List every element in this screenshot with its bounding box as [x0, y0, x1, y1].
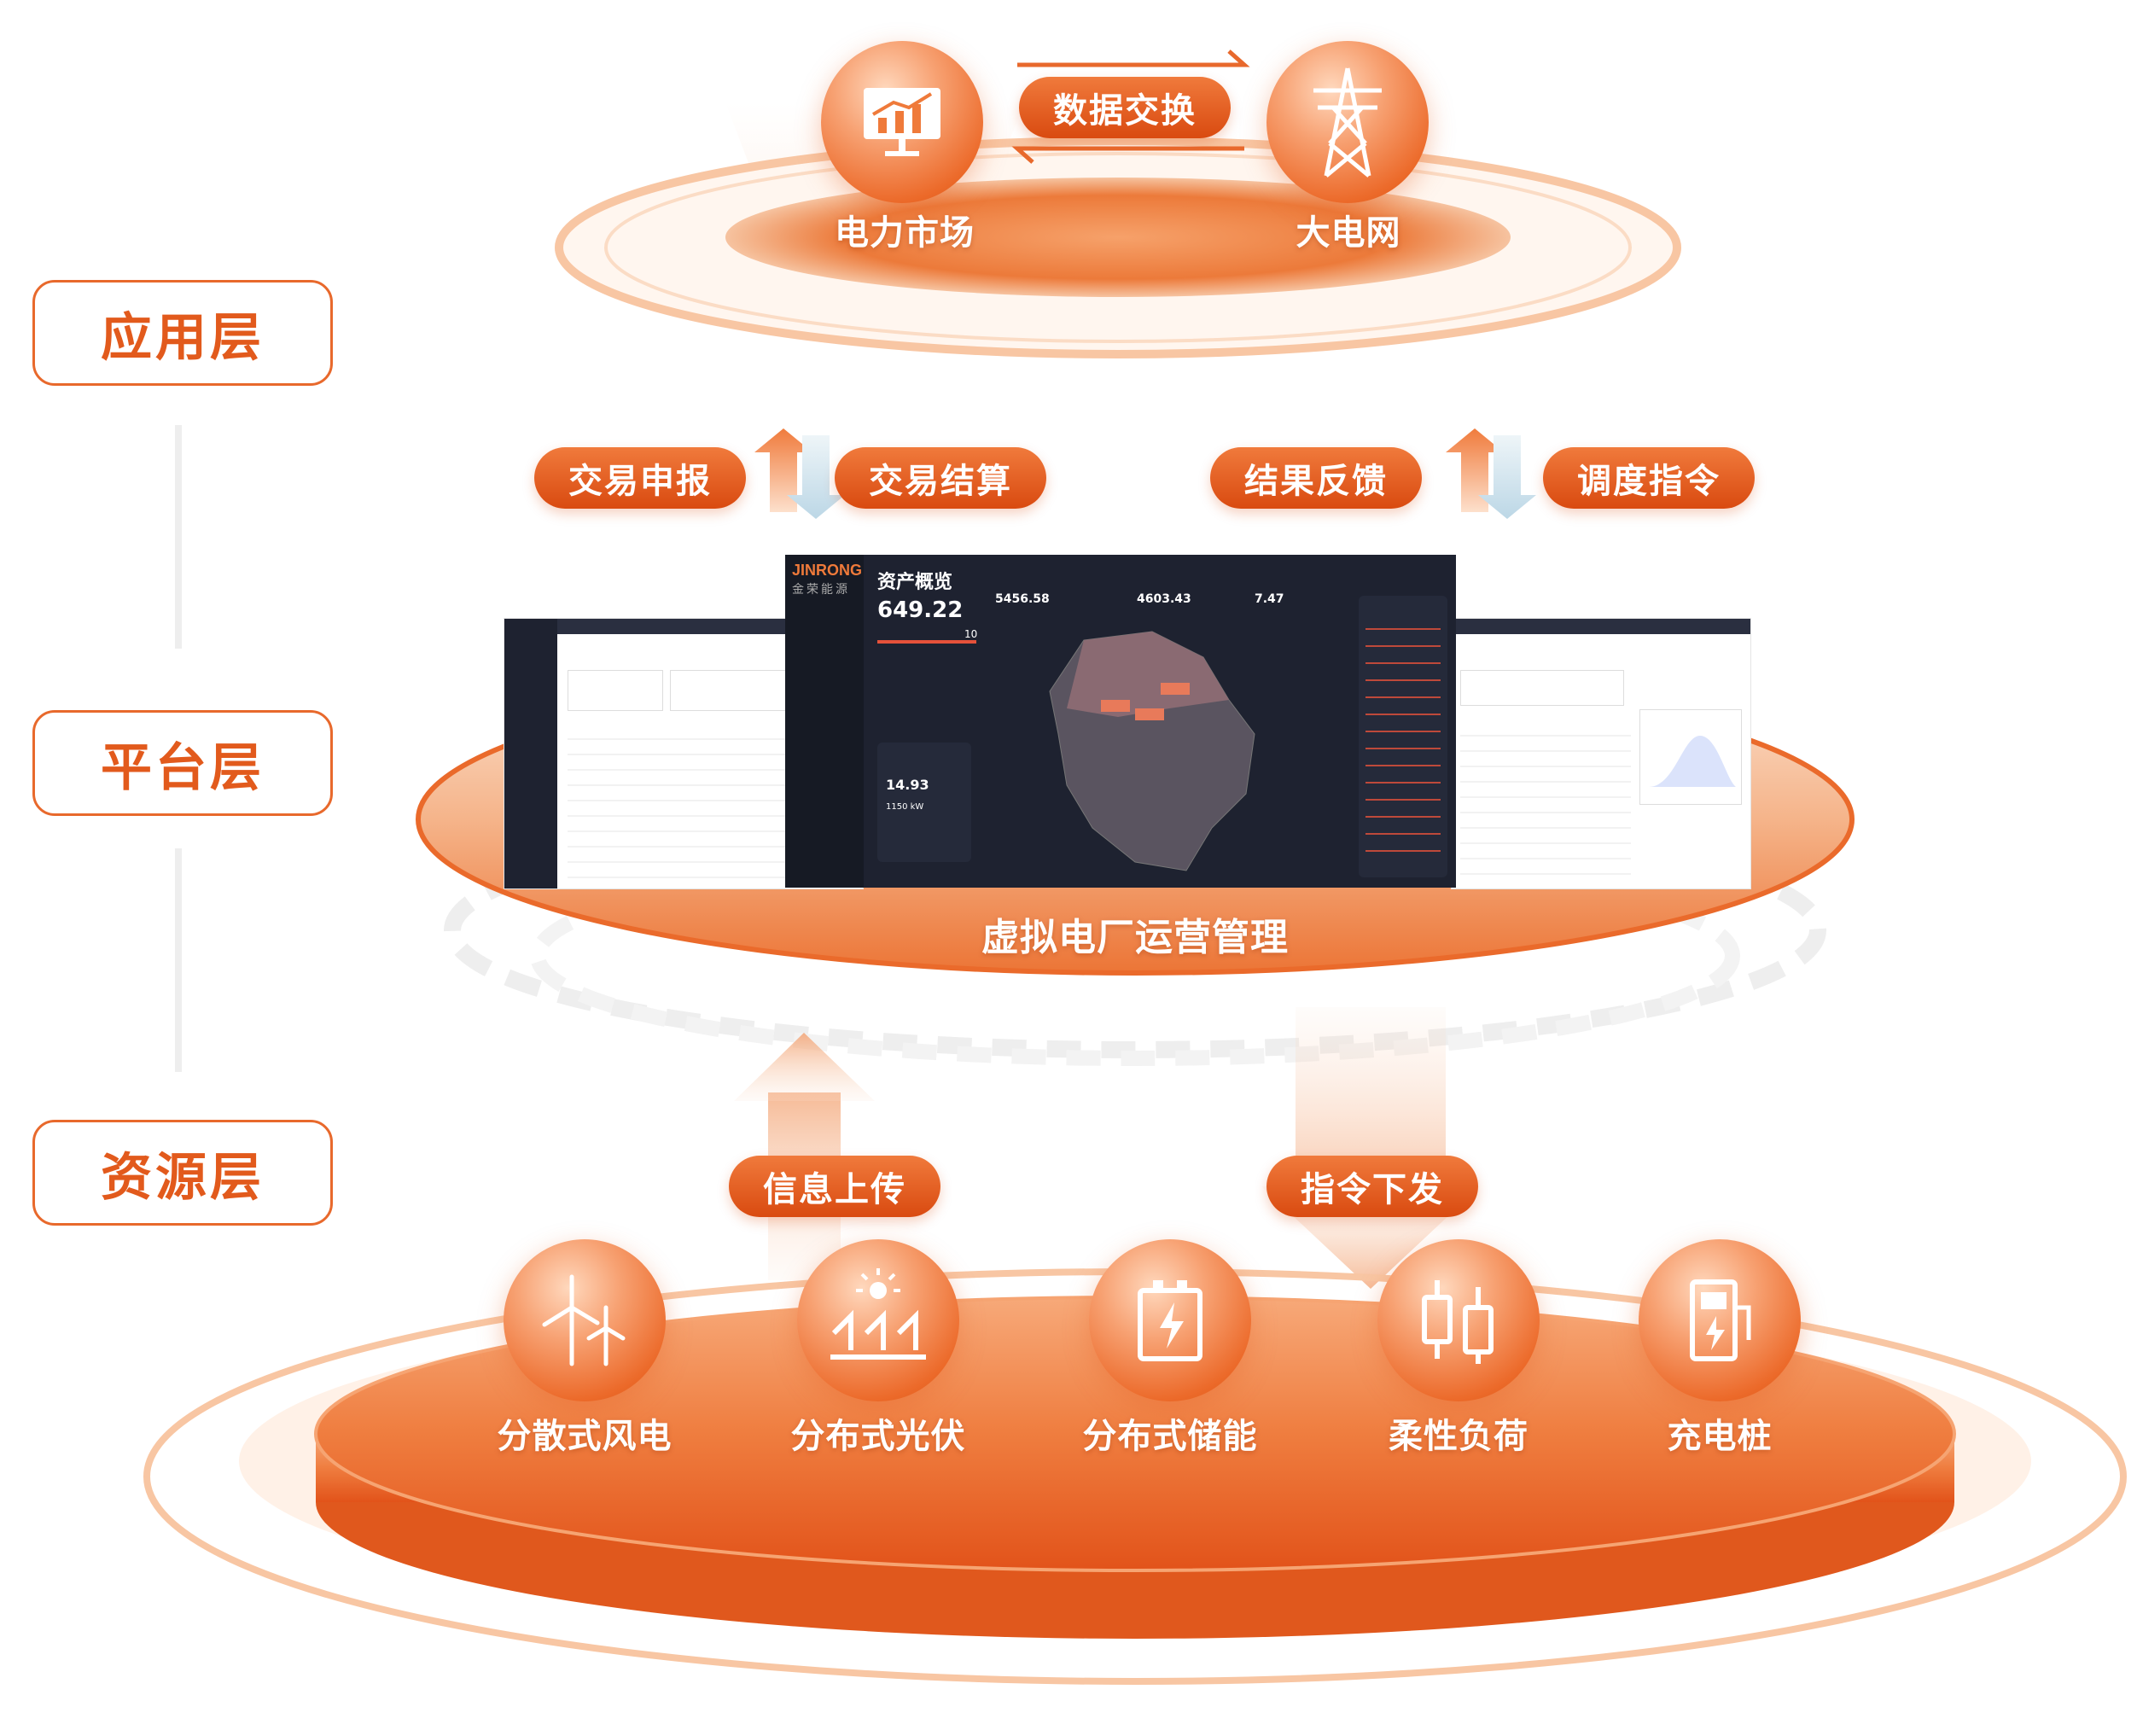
cmd-dispatch-label: 指令下发 — [1266, 1156, 1478, 1217]
grid-node — [1266, 41, 1429, 203]
ranking-bars — [1365, 613, 1441, 860]
resource-label-solar: 分布式光伏 — [790, 1417, 966, 1456]
data-exchange-label: 数据交换 — [1019, 77, 1231, 138]
stat-card — [1460, 670, 1624, 706]
brand-subtitle: 金荣能源 — [792, 583, 850, 597]
layer-label-platform: 平台层 — [32, 710, 333, 816]
resource-label-wind: 分散式风电 — [497, 1417, 673, 1456]
stat-value-2: 4603.43 — [1137, 592, 1191, 606]
brand-logo: JINRONG — [792, 562, 863, 579]
sidebar — [504, 619, 557, 888]
grid-label: 大电网 — [1296, 213, 1401, 253]
trade-report-label: 交易申报 — [534, 447, 746, 509]
pv-sub: 1150 kW — [886, 802, 924, 812]
platform-name: 虚拟电厂运营管理 — [981, 916, 1289, 959]
power-market-node — [821, 41, 983, 203]
layer-label-application: 应用层 — [32, 280, 333, 386]
power-tower-icon — [1313, 67, 1382, 178]
solar-panel-icon — [830, 1268, 926, 1360]
result-feedback-label: 结果反馈 — [1210, 447, 1422, 509]
monitor-chart-icon — [864, 88, 940, 156]
load-node — [1377, 1239, 1540, 1401]
dispatch-cmd-label: 调度指令 — [1543, 447, 1755, 509]
ranking-list — [1359, 596, 1447, 877]
layer-connector — [175, 425, 182, 649]
layer-connector — [175, 848, 182, 1072]
charging-pile-icon — [1690, 1279, 1751, 1361]
info-upload-label: 信息上传 — [729, 1156, 940, 1217]
battery-icon — [1138, 1280, 1202, 1361]
stat-value-3: 7.47 — [1255, 592, 1284, 606]
pv-panel: 14.93 1150 kW — [877, 743, 971, 862]
stat-value-1: 5456.58 — [995, 592, 1050, 606]
right-dashboard-screen — [1451, 618, 1751, 889]
data-table — [1460, 721, 1631, 875]
resource-label-load: 柔性负荷 — [1389, 1417, 1529, 1456]
pv-value: 14.93 — [886, 777, 929, 793]
chart-panel — [1639, 709, 1742, 805]
screen-title: 资产概览 — [877, 572, 953, 593]
resource-label-storage: 分布式储能 — [1082, 1417, 1258, 1456]
big-value: 649.22 — [877, 597, 964, 623]
wind-turbine-icon — [542, 1274, 626, 1366]
resource-label-charging: 充电桩 — [1667, 1417, 1773, 1456]
small-value: 10 — [964, 628, 978, 640]
area-chart — [1649, 736, 1736, 787]
battery-node — [1089, 1239, 1251, 1401]
load-icon — [1422, 1280, 1494, 1364]
wind-turbine-node — [504, 1239, 666, 1401]
trade-settle-label: 交易结算 — [835, 447, 1046, 509]
center-dashboard-screen: JINRONG 金荣能源 资产概览 649.22 10 5456.58 4603… — [785, 555, 1456, 888]
progress-bar — [877, 640, 976, 644]
solar-panel-node — [797, 1239, 959, 1401]
province-map — [1049, 631, 1255, 871]
power-market-label: 电力市场 — [835, 213, 975, 253]
stat-card — [568, 670, 663, 711]
sidebar: JINRONG 金荣能源 — [785, 555, 864, 888]
layer-label-resource: 资源层 — [32, 1120, 333, 1226]
charging-pile-node — [1639, 1239, 1801, 1401]
topbar — [1452, 619, 1750, 634]
